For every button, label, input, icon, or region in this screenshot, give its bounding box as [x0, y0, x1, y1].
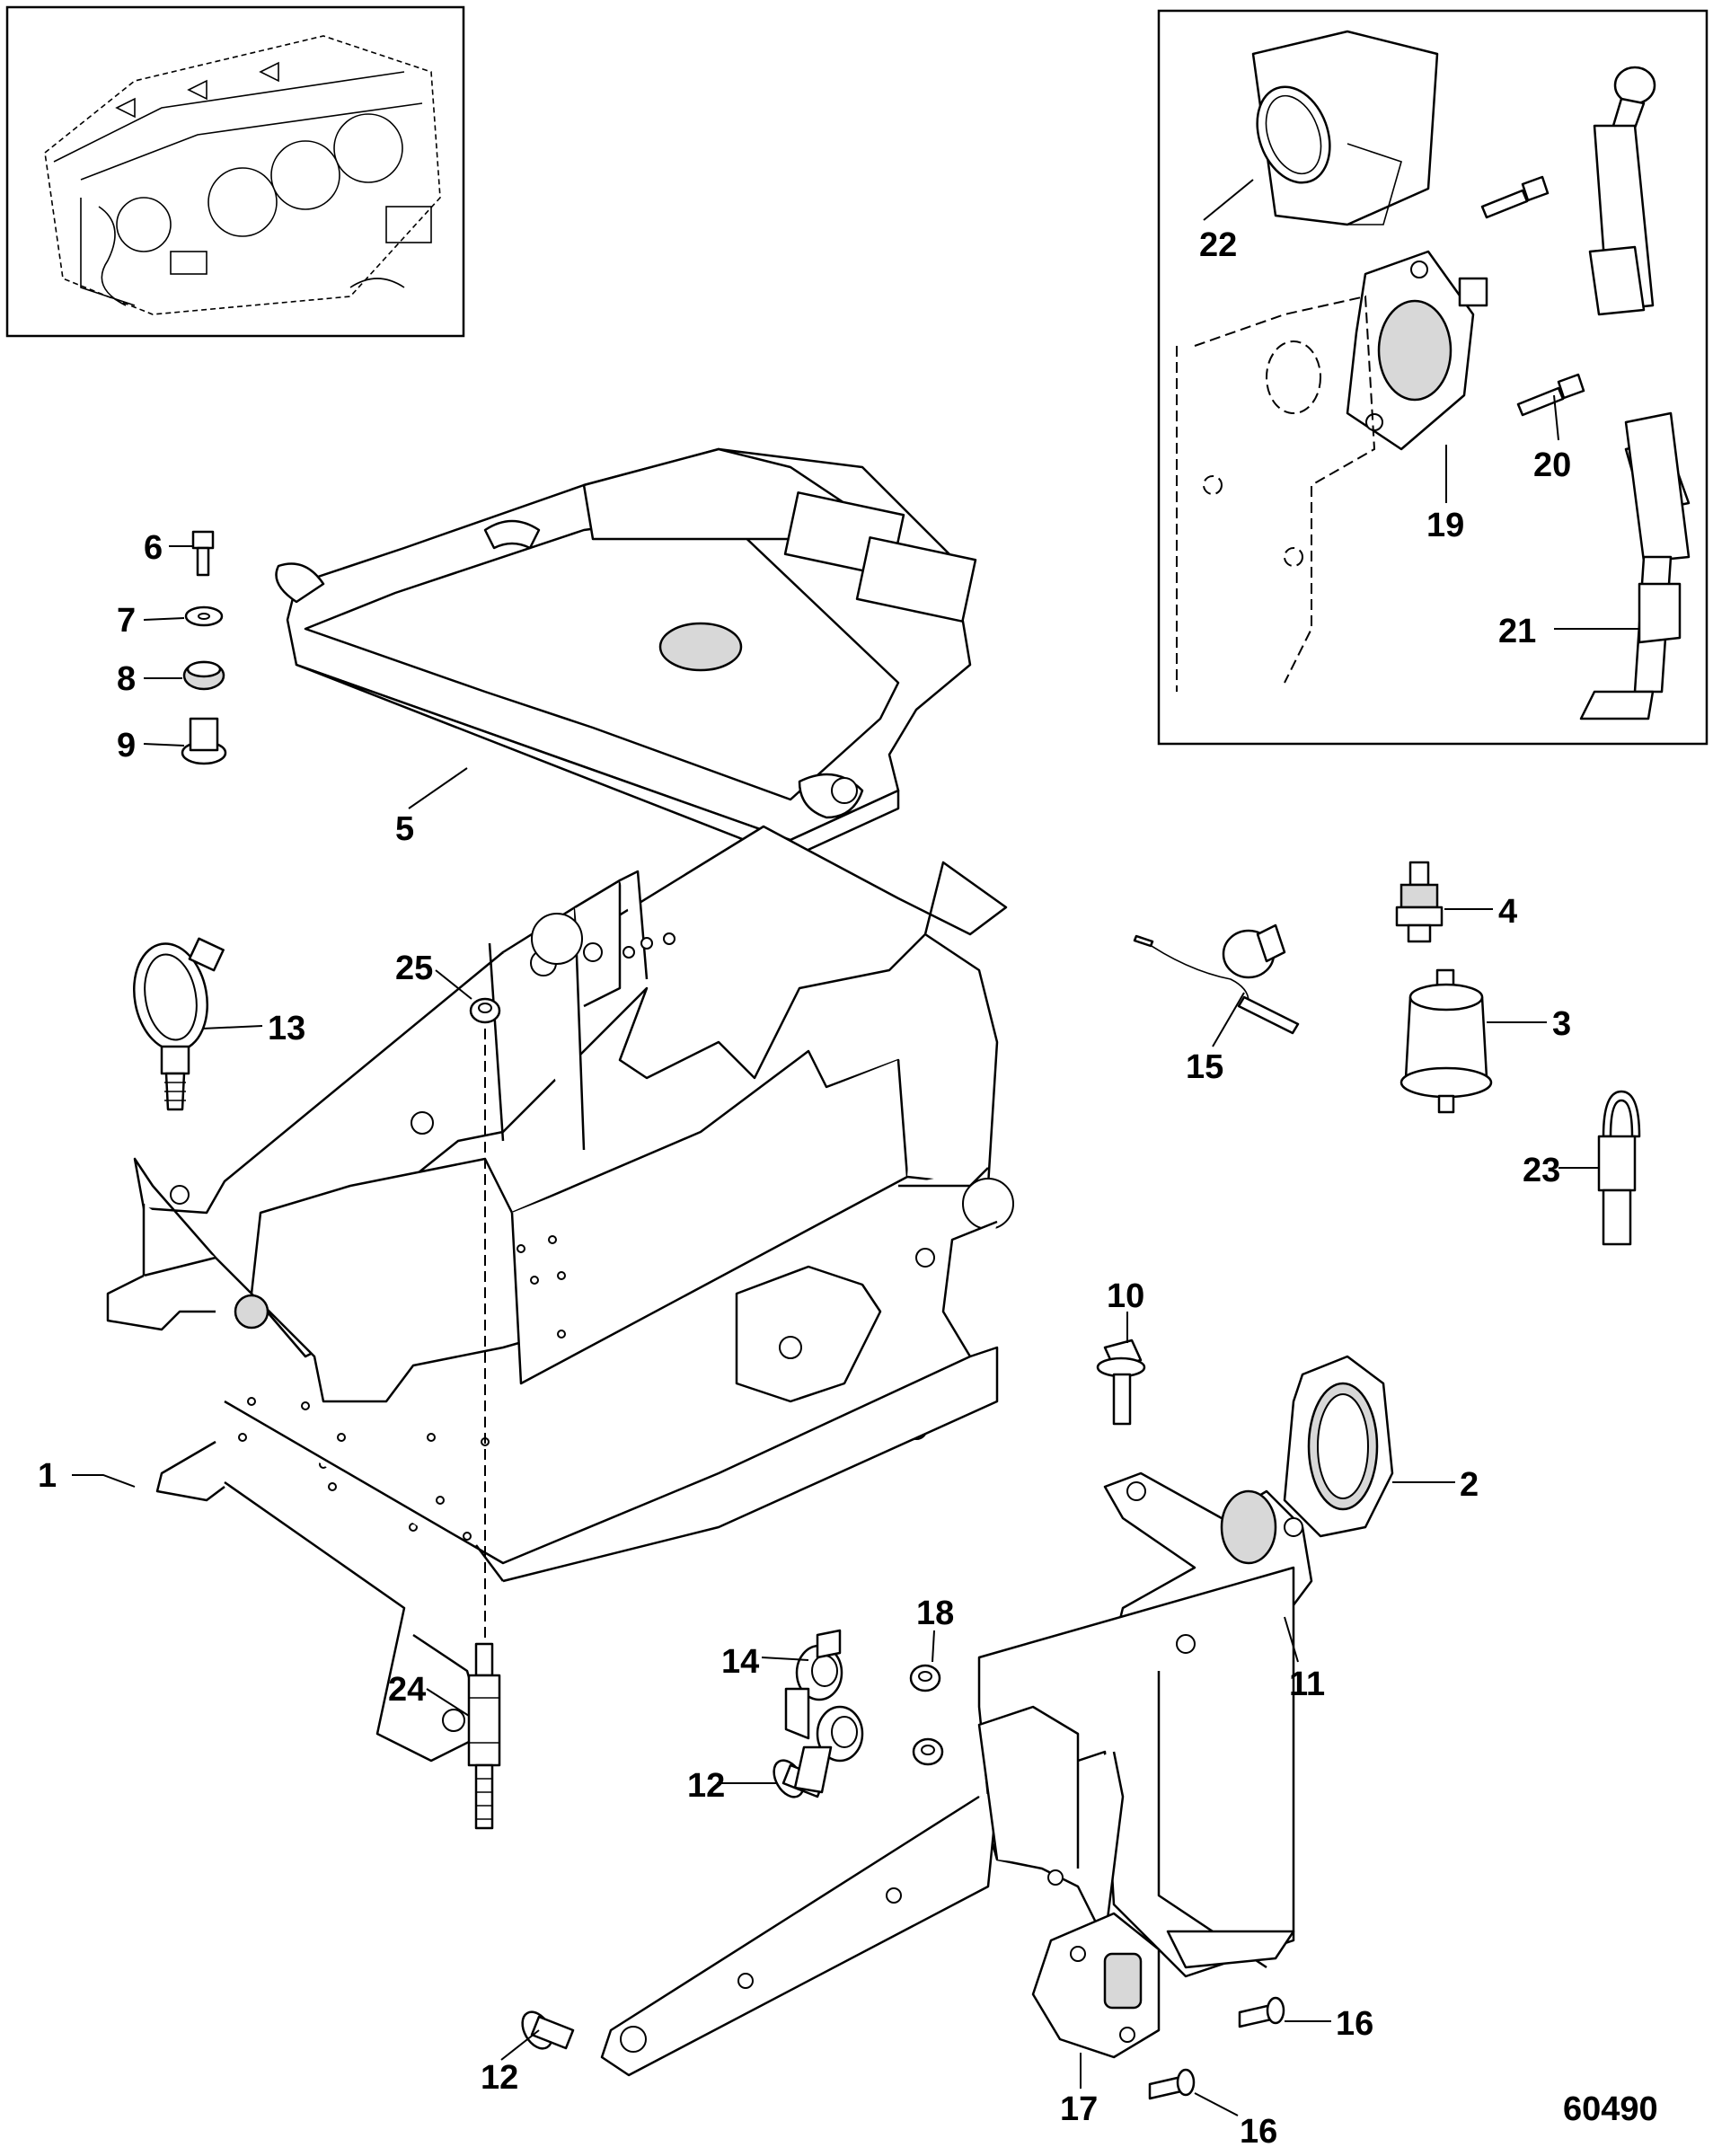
callout-19: 19 [1426, 507, 1464, 544]
engine-block-inset [5, 5, 465, 338]
nut-part [469, 997, 501, 1024]
callout-5: 5 [395, 810, 414, 848]
callout-21: 21 [1498, 613, 1536, 650]
callout-15: 15 [1186, 1048, 1223, 1086]
callout-12a: 12 [687, 1767, 725, 1805]
callout-11: 11 [1289, 1666, 1325, 1703]
callout-6: 6 [144, 529, 163, 567]
jumper-connector-part [1597, 1090, 1641, 1246]
callout-1: 1 [38, 1457, 57, 1495]
callout-7: 7 [117, 602, 136, 640]
callout-2: 2 [1460, 1466, 1479, 1504]
callout-23: 23 [1523, 1152, 1560, 1189]
harness-part [1579, 66, 1691, 720]
sensor-detail-inset [1157, 9, 1709, 746]
callout-16b: 16 [1240, 2113, 1277, 2151]
flange-bolt-part [1096, 1339, 1146, 1426]
callout-13: 13 [268, 1010, 305, 1047]
callout-9: 9 [117, 727, 136, 764]
bolt-part [1480, 175, 1585, 417]
ecm-module-part [275, 447, 977, 860]
callout-14: 14 [721, 1643, 759, 1681]
secondary-bracket-part [600, 1471, 1313, 2077]
temperature-sensor-part [1133, 923, 1300, 1035]
pressure-switch-part [1395, 861, 1444, 943]
callout-16a: 16 [1336, 2005, 1373, 2043]
small-nut-part [909, 1664, 944, 1766]
callout-4: 4 [1498, 893, 1517, 931]
drawing-number: 60490 [1563, 2090, 1658, 2128]
sensor-flange-part [1346, 250, 1488, 451]
cable-clamp-part [133, 937, 225, 1111]
pressure-sender-part [1400, 968, 1493, 1114]
position-sensor-part [1031, 1912, 1161, 2059]
callout-17: 17 [1060, 2090, 1098, 2128]
boot-part [1251, 30, 1439, 226]
callout-20: 20 [1533, 446, 1571, 484]
callout-22: 22 [1199, 226, 1237, 264]
hex-nut-part [1283, 1355, 1394, 1538]
callout-8: 8 [117, 660, 136, 698]
callout-24: 24 [388, 1671, 426, 1709]
ring-terminal-part [784, 1629, 864, 1794]
mounting-bracket-part [106, 825, 1014, 1763]
callout-3: 3 [1552, 1005, 1571, 1043]
screw-part [1148, 1996, 1285, 2100]
callout-18: 18 [916, 1595, 954, 1632]
callout-10: 10 [1107, 1277, 1144, 1315]
grommet-fastener-stack [181, 530, 227, 765]
standoff-part [467, 1642, 501, 1830]
callout-12b: 12 [481, 2059, 518, 2097]
callout-25: 25 [395, 950, 433, 987]
